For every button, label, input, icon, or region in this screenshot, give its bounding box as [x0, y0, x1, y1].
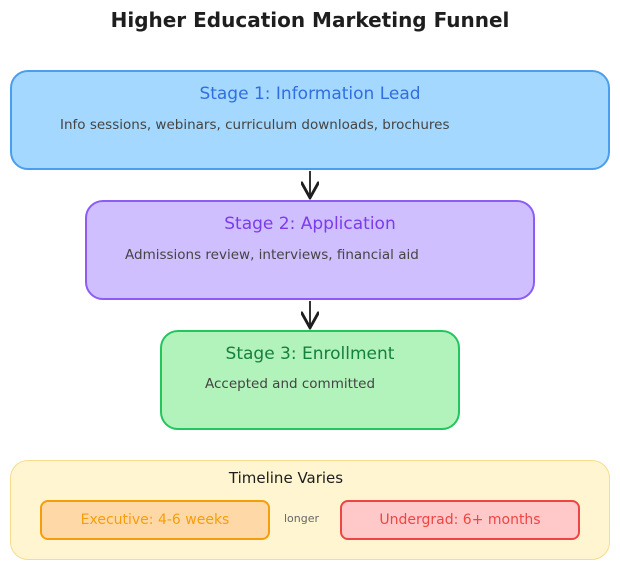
diagram-title: Higher Education Marketing Funnel [110, 8, 510, 32]
stage-3-description: Accepted and committed [205, 376, 376, 392]
stage-2-title: Stage 2: Application [224, 214, 396, 234]
undergrad-timeline-box: Undergrad: 6+ months [340, 500, 580, 540]
executive-timeline-box: Executive: 4-6 weeks [40, 500, 270, 540]
timeline-title: Timeline Varies [228, 469, 344, 487]
stage-2-description: Admissions review, interviews, financial… [125, 247, 419, 263]
arrow-label-longer: longer [283, 512, 321, 525]
stage-1-title: Stage 1: Information Lead [199, 84, 421, 104]
stage-3-box: Stage 3: Enrollment Accepted and committ… [160, 330, 460, 430]
stage-2-box: Stage 2: Application Admissions review, … [85, 200, 535, 300]
stage-1-description: Info sessions, webinars, curriculum down… [60, 117, 450, 133]
stage-3-title: Stage 3: Enrollment [225, 344, 395, 364]
stage-1-box: Stage 1: Information Lead Info sessions,… [10, 70, 610, 170]
